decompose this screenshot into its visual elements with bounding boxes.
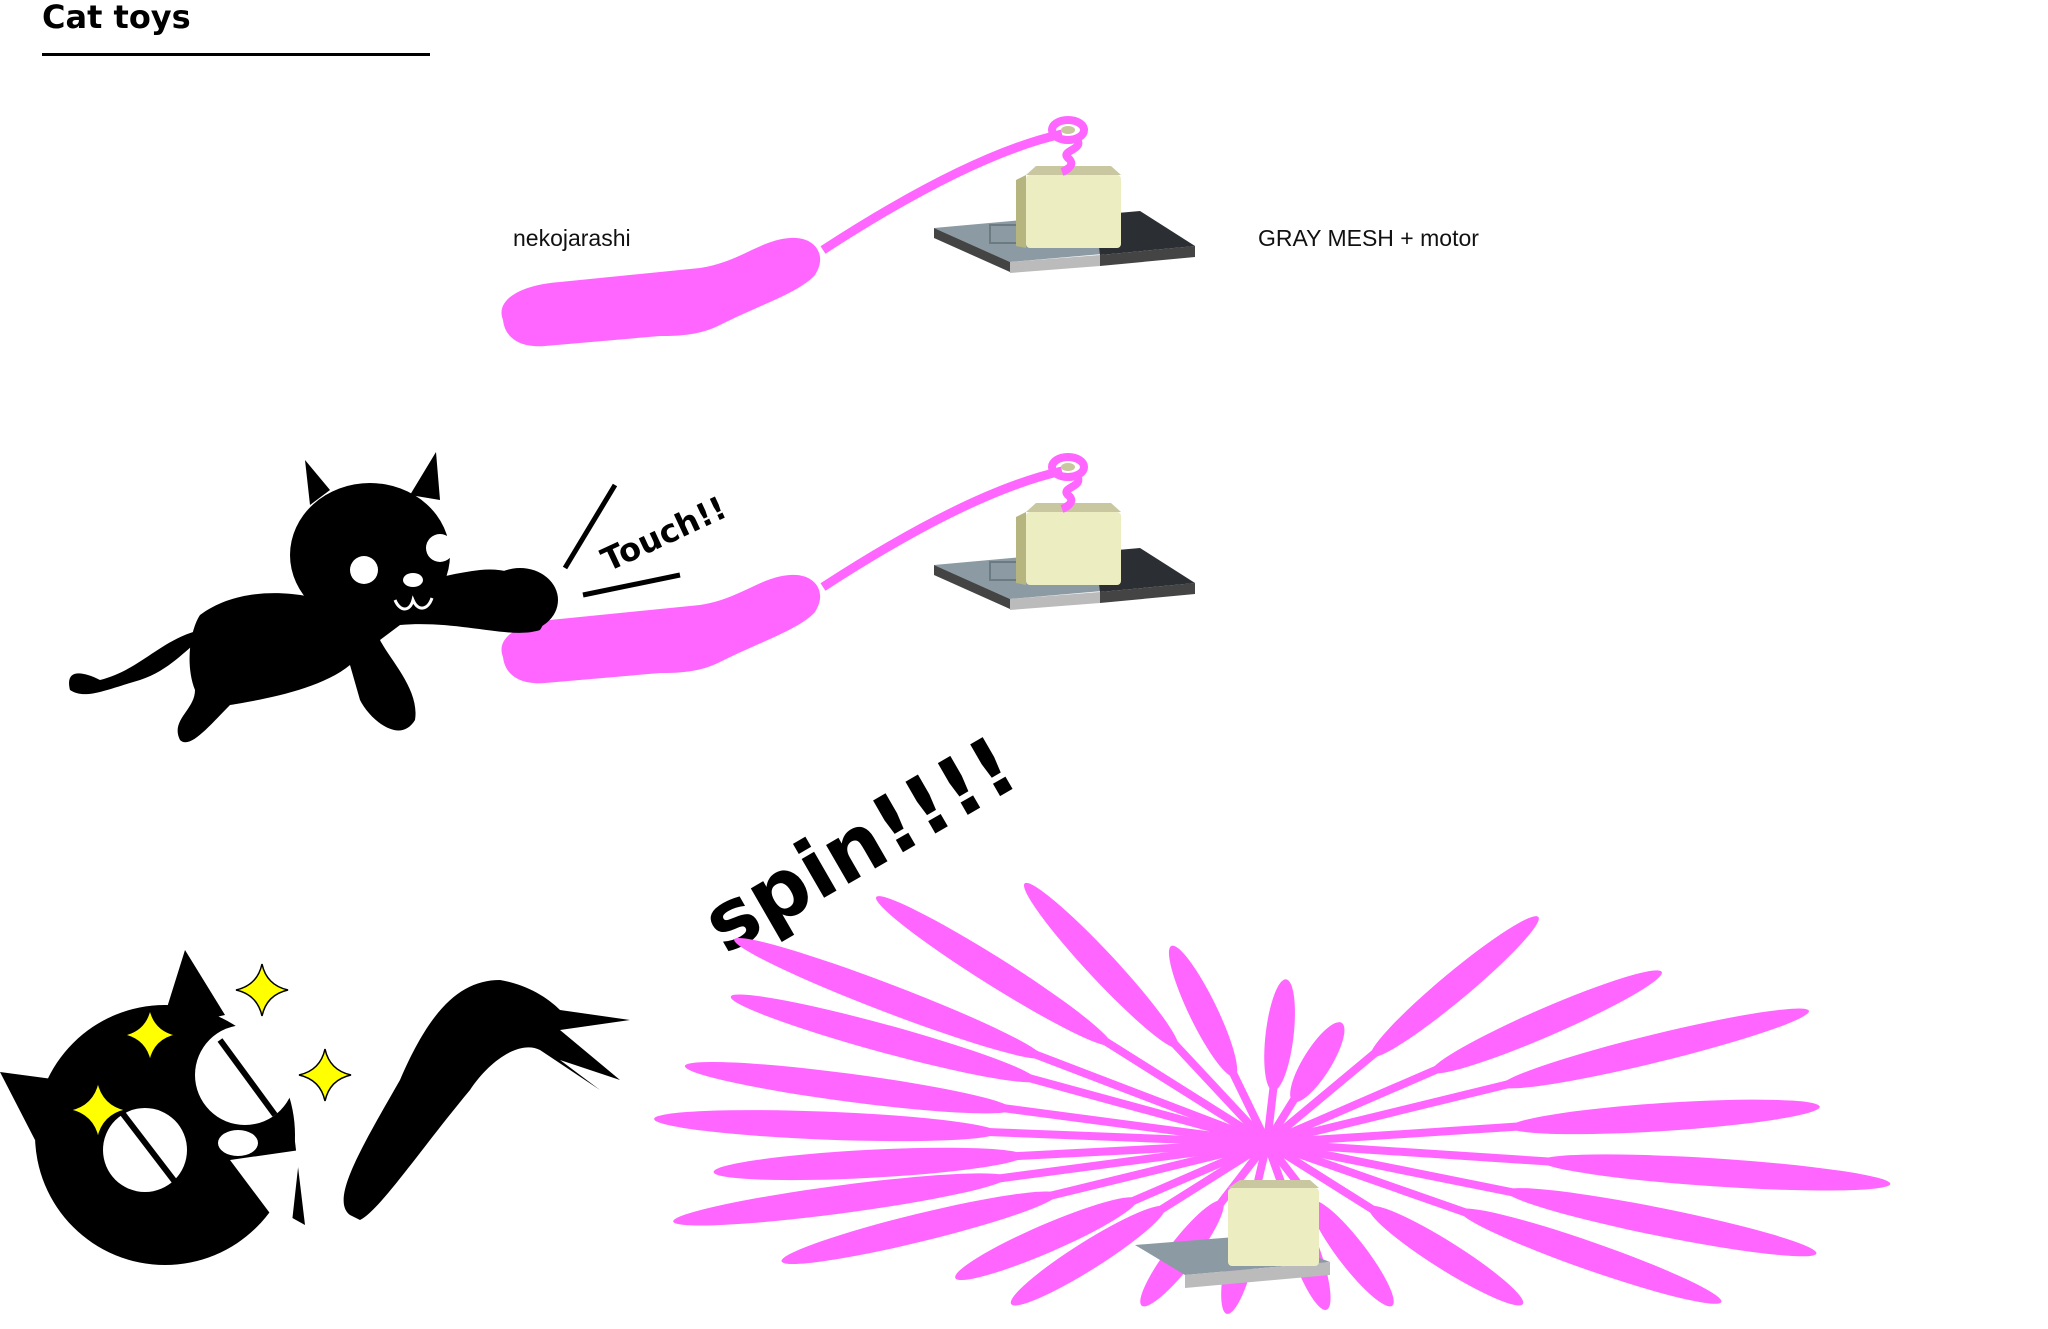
wand-tuft <box>781 1191 1058 1264</box>
motor-device-1 <box>823 120 1195 273</box>
spin-effect: spin!!!! <box>688 718 1033 972</box>
device-label: GRAY MESH + motor <box>1258 225 1479 251</box>
wand-tuft <box>1510 1099 1820 1135</box>
wand-tuft <box>1264 979 1295 1091</box>
wand-tuft <box>1368 1205 1524 1306</box>
title-underline <box>42 53 430 56</box>
wand-tuft <box>1505 1188 1817 1257</box>
wand-tuft <box>955 1197 1138 1281</box>
sparkle-icon <box>235 963 289 1017</box>
wand-tuft <box>1168 945 1238 1077</box>
wand-tuft <box>673 1173 1007 1226</box>
wand-tuft <box>713 1147 1024 1181</box>
motor-device-3 <box>1135 1180 1330 1288</box>
sparkles <box>69 963 352 1139</box>
wand-tuft <box>1370 916 1539 1058</box>
page-title: Cat toys <box>42 0 191 36</box>
wand-tuft <box>684 1061 1013 1114</box>
wand-tuft <box>654 1110 998 1142</box>
wand-tuft <box>1310 1200 1394 1307</box>
motor-device-2 <box>823 457 1195 610</box>
cat-playing <box>69 452 558 743</box>
wand-tuft <box>734 937 1043 1059</box>
wand-tuft <box>1459 1208 1722 1304</box>
toy-wand-1 <box>501 237 821 347</box>
wand-tuft <box>1290 1022 1345 1103</box>
sparkle-icon <box>69 1081 127 1139</box>
wand-tuft <box>1431 970 1662 1074</box>
sparkle-icon <box>298 1048 352 1102</box>
wand-tuft <box>875 896 1112 1046</box>
wand-tuft <box>1541 1154 1891 1191</box>
sparkle-icon <box>123 1008 177 1062</box>
motion-line <box>582 572 681 598</box>
wand-tuft <box>730 994 1037 1083</box>
wand-tuft <box>1501 1008 1809 1089</box>
spinning-wands <box>654 882 1891 1314</box>
wand-tuft <box>1010 1205 1166 1306</box>
touch-effect: Touch!! <box>595 488 732 579</box>
motion-line <box>562 483 618 570</box>
toy-label: nekojarashi <box>513 225 631 251</box>
wand-tuft <box>1023 882 1179 1049</box>
dizzy-cat <box>0 950 630 1265</box>
